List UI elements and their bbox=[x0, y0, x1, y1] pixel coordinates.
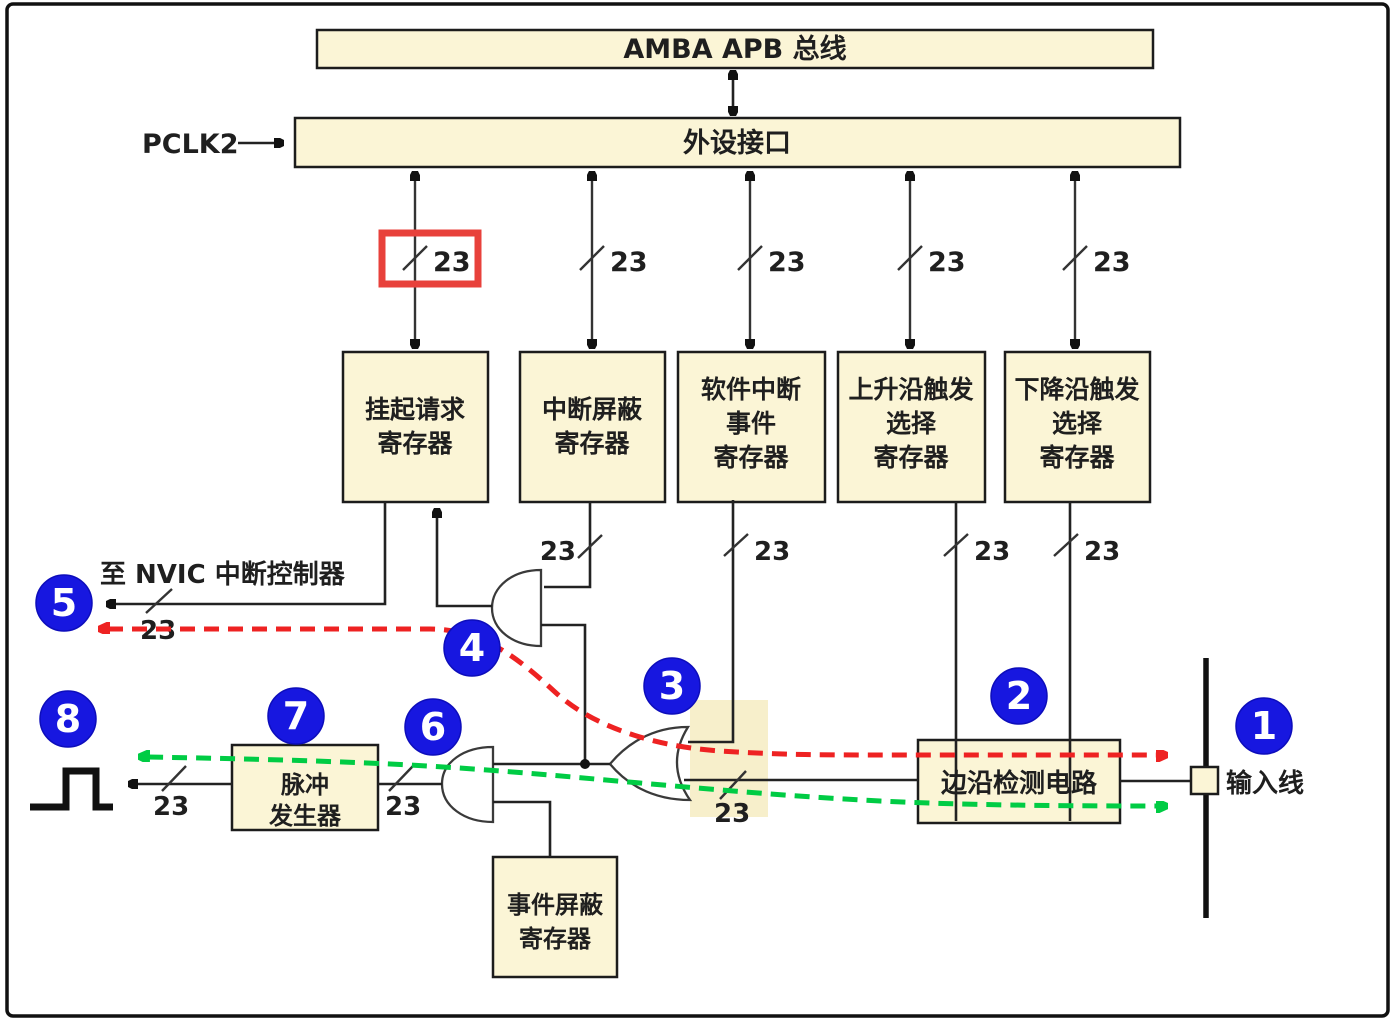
rising-line1: 上升沿触发 bbox=[848, 375, 973, 404]
step-marker-4: 4 bbox=[443, 619, 501, 677]
step-8-number: 8 bbox=[55, 697, 81, 741]
interrupt-mask-line2: 寄存器 bbox=[554, 429, 630, 458]
bus-width-falling: 23 bbox=[1084, 537, 1120, 567]
width-slash-sw-event bbox=[723, 533, 749, 557]
step-marker-2: 2 bbox=[990, 667, 1048, 725]
bus-width-4: 23 bbox=[928, 247, 966, 278]
bus-width-2: 23 bbox=[610, 247, 648, 278]
falling-line1: 下降沿触发 bbox=[1014, 375, 1139, 404]
step-3-number: 3 bbox=[659, 664, 685, 708]
edge-detect-label: 边沿检测电路 bbox=[941, 768, 1098, 799]
step-6-number: 6 bbox=[420, 705, 446, 749]
step-marker-7: 7 bbox=[267, 687, 325, 745]
step-4-number: 4 bbox=[459, 626, 485, 670]
bus-width-and-out: 23 bbox=[385, 792, 421, 822]
bus-width-1: 23 bbox=[433, 247, 471, 278]
event-mask-line1: 事件屏蔽 bbox=[507, 891, 604, 919]
width-slash-nvic bbox=[145, 588, 173, 614]
bus-width-mask: 23 bbox=[540, 537, 576, 567]
step-2-number: 2 bbox=[1006, 674, 1032, 718]
peripheral-interface-box: 外设接口 bbox=[293, 116, 1182, 169]
interrupt-mask-line1: 中断屏蔽 bbox=[542, 395, 643, 424]
falling-line2: 选择 bbox=[1052, 409, 1103, 438]
amba-apb-bus-label: AMBA APB 总线 bbox=[623, 34, 846, 65]
event-mask-line2: 寄存器 bbox=[519, 925, 592, 953]
bus-width-sw-event: 23 bbox=[754, 537, 790, 567]
sw-int-line3: 寄存器 bbox=[713, 443, 789, 472]
register-box-falling-edge-select: 下降沿触发 选择 寄存器 bbox=[1003, 350, 1152, 504]
width-slash-rising bbox=[943, 533, 969, 557]
input-pad bbox=[1189, 765, 1220, 796]
sw-int-line1: 软件中断 bbox=[701, 375, 801, 404]
mask-to-and-wire bbox=[544, 502, 592, 589]
rising-line2: 选择 bbox=[886, 409, 937, 438]
wire-junction-dot bbox=[580, 759, 590, 769]
step-1-number: 1 bbox=[1251, 704, 1277, 748]
pclk2-label: PCLK2 bbox=[142, 129, 239, 160]
step-marker-6: 6 bbox=[404, 698, 462, 756]
rising-line3: 寄存器 bbox=[873, 443, 949, 472]
register-box-pending-request: 挂起请求 寄存器 bbox=[341, 350, 490, 504]
bus-width-or-input: 23 bbox=[714, 799, 750, 829]
bus-width-5: 23 bbox=[1093, 247, 1131, 278]
pulse-gen-line1: 脉冲 bbox=[280, 771, 329, 799]
step-marker-5: 5 bbox=[35, 574, 93, 632]
event-mask-box: 事件屏蔽 寄存器 bbox=[491, 855, 619, 979]
width-slash-bus2 bbox=[579, 245, 605, 271]
pulse-gen-line2: 发生器 bbox=[268, 802, 342, 830]
width-slash-bus1 bbox=[402, 245, 428, 271]
register-box-interrupt-mask: 中断屏蔽 寄存器 bbox=[518, 350, 667, 504]
step-marker-3: 3 bbox=[643, 657, 701, 715]
width-slash-bus3 bbox=[737, 245, 763, 271]
step-7-number: 7 bbox=[283, 694, 309, 738]
event-path-green-dashed bbox=[148, 757, 1158, 806]
red-highlight-rect bbox=[378, 229, 482, 288]
and-to-pending-wire bbox=[437, 516, 492, 608]
bus-width-pulse-out: 23 bbox=[153, 792, 189, 822]
falling-line3: 寄存器 bbox=[1039, 443, 1115, 472]
step-5-number: 5 bbox=[51, 581, 77, 625]
width-slash-mask bbox=[577, 534, 603, 559]
bus-width-3: 23 bbox=[768, 247, 806, 278]
step-marker-8: 8 bbox=[39, 690, 97, 748]
amba-apb-bus-box: AMBA APB 总线 bbox=[315, 28, 1155, 70]
pending-request-line1: 挂起请求 bbox=[365, 395, 465, 424]
width-slash-bus4 bbox=[897, 245, 923, 271]
input-line-label: 输入线 bbox=[1226, 768, 1304, 799]
bus-width-rising: 23 bbox=[974, 537, 1010, 567]
register-box-rising-edge-select: 上升沿触发 选择 寄存器 bbox=[836, 350, 987, 504]
width-slash-falling bbox=[1053, 533, 1079, 557]
sw-int-line2: 事件 bbox=[726, 409, 776, 438]
step-marker-1: 1 bbox=[1235, 697, 1293, 755]
peripheral-interface-label: 外设接口 bbox=[683, 128, 791, 159]
nvic-output-wire bbox=[114, 502, 387, 604]
register-box-software-interrupt-event: 软件中断 事件 寄存器 bbox=[676, 350, 827, 504]
to-nvic-label: 至 NVIC 中断控制器 bbox=[100, 559, 346, 590]
pending-request-line2: 寄存器 bbox=[377, 429, 453, 458]
pulse-waveform-icon bbox=[30, 767, 113, 811]
width-slash-bus5 bbox=[1062, 245, 1088, 271]
